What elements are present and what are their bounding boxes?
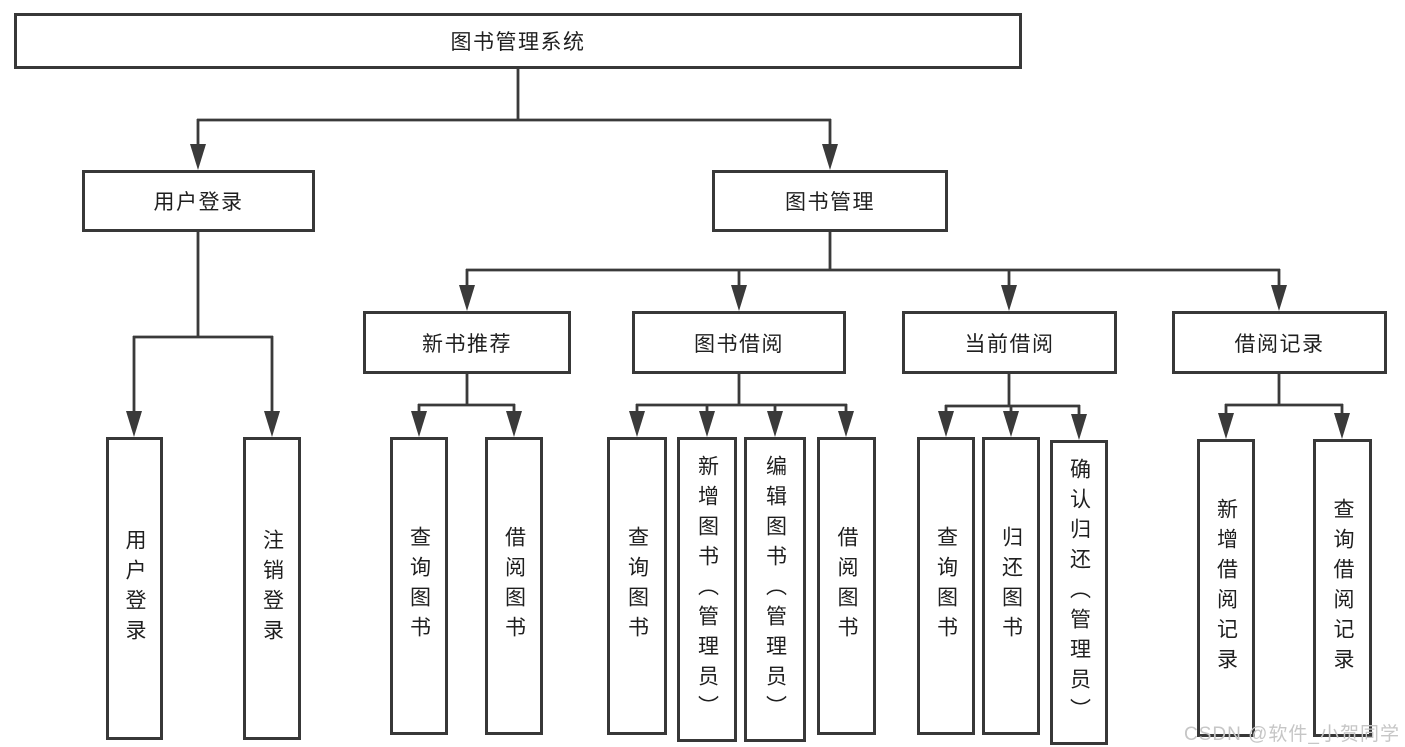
node-root-label: 图书管理系统: [450, 31, 586, 54]
node-current-borrowing-label: 当前借阅: [964, 332, 1055, 356]
leaf-user-login-label: 用户登录: [123, 528, 146, 649]
connector-book-management-children: [459, 232, 1287, 311]
leaf-logout-label: 注销登录: [260, 528, 284, 649]
node-borrowing-records-label: 借阅记录: [1234, 332, 1325, 356]
node-current-borrowing: 当前借阅: [902, 311, 1117, 374]
leaf-br-query-borrowing-record-label: 查询借阅记录: [1331, 498, 1354, 678]
csdn-watermark: CSDN @软件_小贺同学: [1184, 724, 1400, 745]
leaf-bb-edit-books-admin-label: 编辑图书（管理员）: [763, 454, 787, 725]
leaf-bb-borrow-books: 借阅图书: [817, 437, 876, 735]
leaf-bb-add-books-admin-label: 新增图书（管理员）: [695, 454, 719, 725]
node-user-login-label: 用户登录: [153, 191, 244, 214]
connector-borrowing-records-children: [1218, 374, 1350, 439]
leaf-bb-query-books: 查询图书: [607, 437, 667, 735]
leaf-nbr-borrow-books: 借阅图书: [485, 437, 543, 735]
leaf-bb-borrow-books-label: 借阅图书: [835, 526, 858, 646]
leaf-bb-edit-books-admin: 编辑图书（管理员）: [744, 437, 806, 742]
connector-user-login-children: [126, 232, 280, 437]
node-book-borrowing-label: 图书借阅: [694, 332, 784, 356]
leaf-cb-query-books: 查询图书: [917, 437, 975, 735]
leaf-user-login: 用户登录: [106, 437, 163, 740]
leaf-cb-query-books-label: 查询图书: [934, 526, 958, 646]
leaf-cb-confirm-return-admin-label: 确认归还（管理员）: [1067, 457, 1091, 728]
leaf-br-add-borrowing-record: 新增借阅记录: [1197, 439, 1255, 737]
node-book-borrowing: 图书借阅: [632, 311, 846, 374]
leaf-nbr-borrow-books-label: 借阅图书: [502, 526, 526, 646]
connector-book-borrowing-children: [629, 374, 854, 437]
leaf-logout: 注销登录: [243, 437, 301, 740]
leaf-bb-query-books-label: 查询图书: [625, 526, 649, 646]
node-book-management-label: 图书管理: [785, 191, 875, 214]
leaf-bb-add-books-admin: 新增图书（管理员）: [677, 437, 737, 742]
node-root: 图书管理系统: [14, 13, 1022, 69]
leaf-br-add-borrowing-record-label: 新增借阅记录: [1214, 498, 1238, 678]
connector-root-to-level2: [190, 69, 838, 170]
leaf-nbr-query-books: 查询图书: [390, 437, 448, 735]
node-borrowing-records: 借阅记录: [1172, 311, 1387, 374]
leaf-br-query-borrowing-record: 查询借阅记录: [1313, 439, 1372, 737]
node-book-management: 图书管理: [712, 170, 948, 232]
leaf-cb-return-books-label: 归还图书: [999, 526, 1023, 646]
node-user-login: 用户登录: [82, 170, 315, 232]
node-new-book-recommend-label: 新书推荐: [422, 332, 512, 356]
connector-new-book-recommend-children: [411, 374, 522, 437]
leaf-cb-confirm-return-admin: 确认归还（管理员）: [1050, 440, 1108, 745]
connector-current-borrowing-children: [938, 374, 1087, 440]
leaf-cb-return-books: 归还图书: [982, 437, 1040, 735]
leaf-nbr-query-books-label: 查询图书: [407, 526, 431, 646]
node-new-book-recommend: 新书推荐: [363, 311, 571, 374]
